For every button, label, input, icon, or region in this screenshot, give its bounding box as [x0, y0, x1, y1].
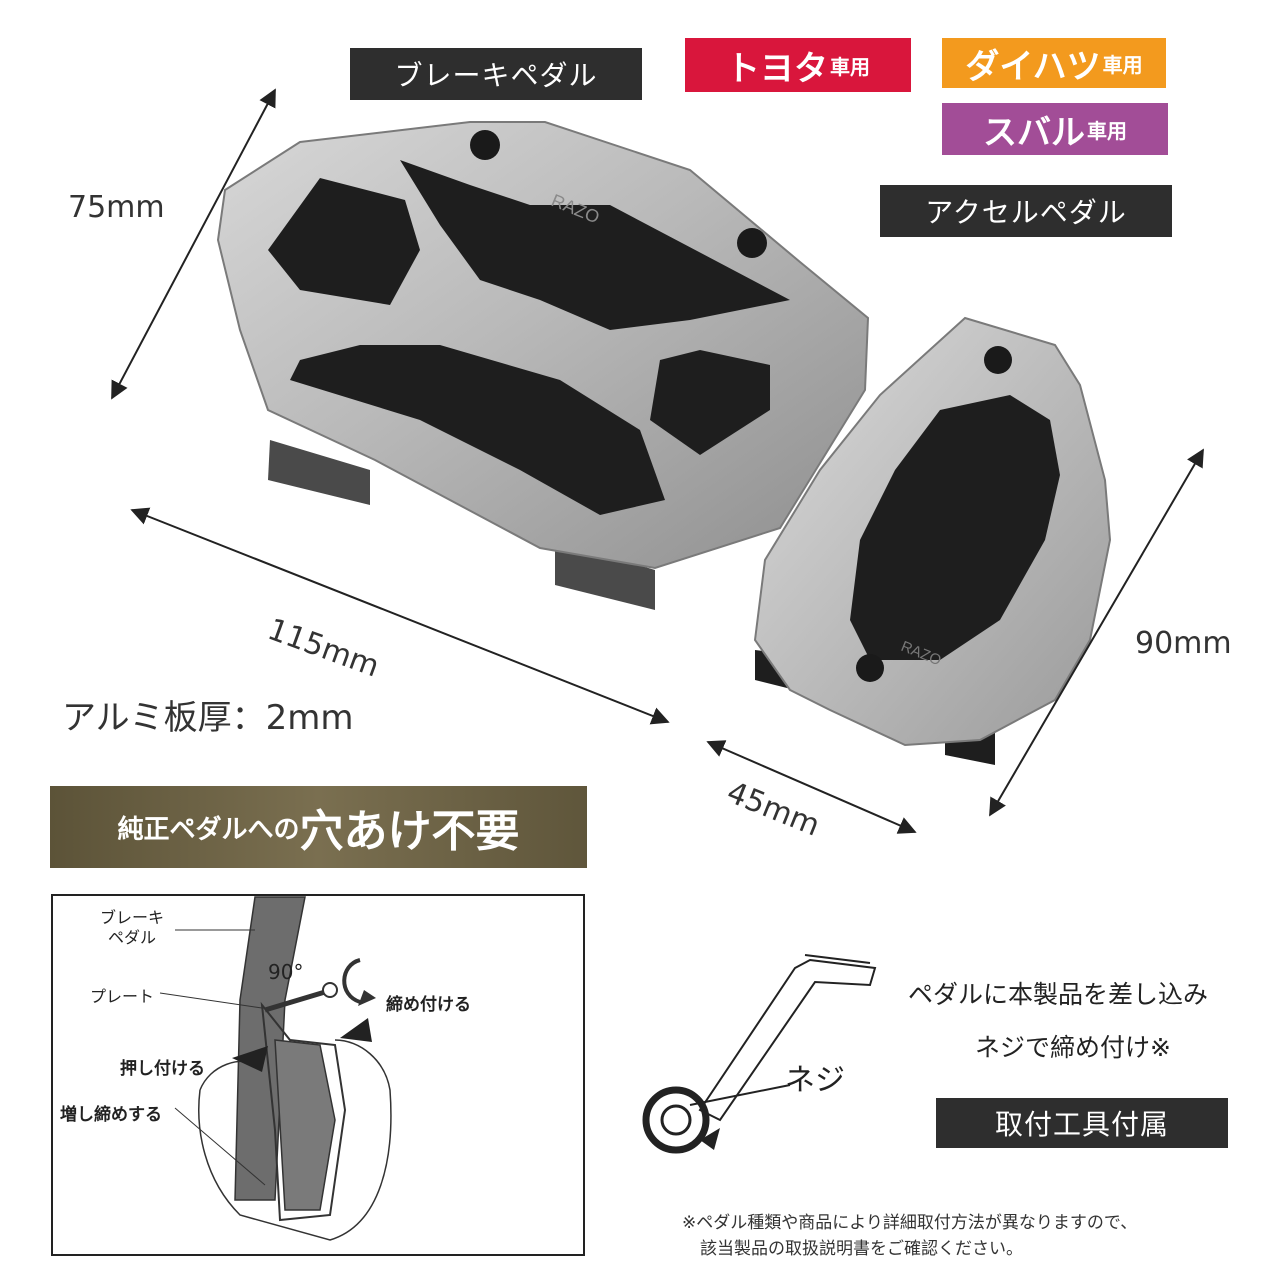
dimension-arrow-75: [111, 88, 276, 400]
screw-label: ネジ: [785, 1063, 845, 1098]
daihatsu-badge: ダイハツ車用: [942, 38, 1166, 88]
subaru-badge: スバル車用: [942, 103, 1168, 155]
diagram-brake-pedal-line1: ブレーキ: [100, 908, 165, 927]
banner-emphasis: 穴あけ不要: [299, 806, 520, 857]
dimension-arrow-90: [989, 448, 1204, 817]
diagram-angle-label: 90°: [268, 960, 304, 984]
disclaimer-line1: ※ペダル種類や商品により詳細取付方法が異なりますので、: [682, 1213, 1138, 1233]
daihatsu-name: ダイハツ: [965, 46, 1101, 87]
dimension-arrow-45: [706, 740, 917, 834]
accel-height-label: 90mm: [1135, 626, 1232, 661]
tools-included-label: 取付工具付属: [936, 1098, 1228, 1148]
diagram-tighten-label: 締め付ける: [386, 995, 471, 1015]
brake-height-label: 75mm: [68, 190, 165, 225]
subaru-suffix: 車用: [1087, 118, 1127, 143]
install-line2: ネジで締め付け※: [975, 1033, 1171, 1062]
daihatsu-suffix: 車用: [1102, 52, 1143, 77]
disclaimer-line2: 該当製品の取扱説明書をご確認ください。: [700, 1239, 1023, 1259]
diagram-plate-label: プレート: [90, 987, 155, 1006]
brake-pedal-image: RAZO: [216, 121, 870, 610]
thickness-label: アルミ板厚：2mm: [62, 698, 354, 738]
diagram-retighten-label: 増し締めする: [60, 1105, 162, 1125]
toyota-name: トヨタ: [726, 48, 828, 89]
dimension-arrow-115: [130, 507, 670, 725]
toyota-badge: トヨタ車用: [685, 38, 911, 92]
hex-key-illustration: [642, 954, 877, 1154]
brake-pedal-label: ブレーキペダル: [350, 48, 642, 100]
diagram-press-label: 押し付ける: [120, 1059, 205, 1079]
subaru-name: スバル: [983, 112, 1085, 153]
install-line1: ペダルに本製品を差し込み: [908, 980, 1209, 1009]
toyota-suffix: 車用: [830, 54, 870, 79]
disclaimer-note: ※ペダル種類や商品により詳細取付方法が異なりますので、 該当製品の取扱説明書をご…: [682, 1210, 1137, 1262]
diagram-brake-pedal-label: ブレーキ ペダル: [100, 908, 164, 948]
no-drilling-banner: 純正ペダルへの穴あけ不要: [50, 786, 587, 868]
banner-background: [50, 786, 587, 868]
accel-pedal-label: アクセルペダル: [880, 185, 1172, 237]
banner-lead: 純正ペダルへの: [117, 814, 300, 845]
installation-diagram: [159, 896, 392, 1241]
diagram-brake-pedal-line2: ペダル: [108, 928, 157, 947]
